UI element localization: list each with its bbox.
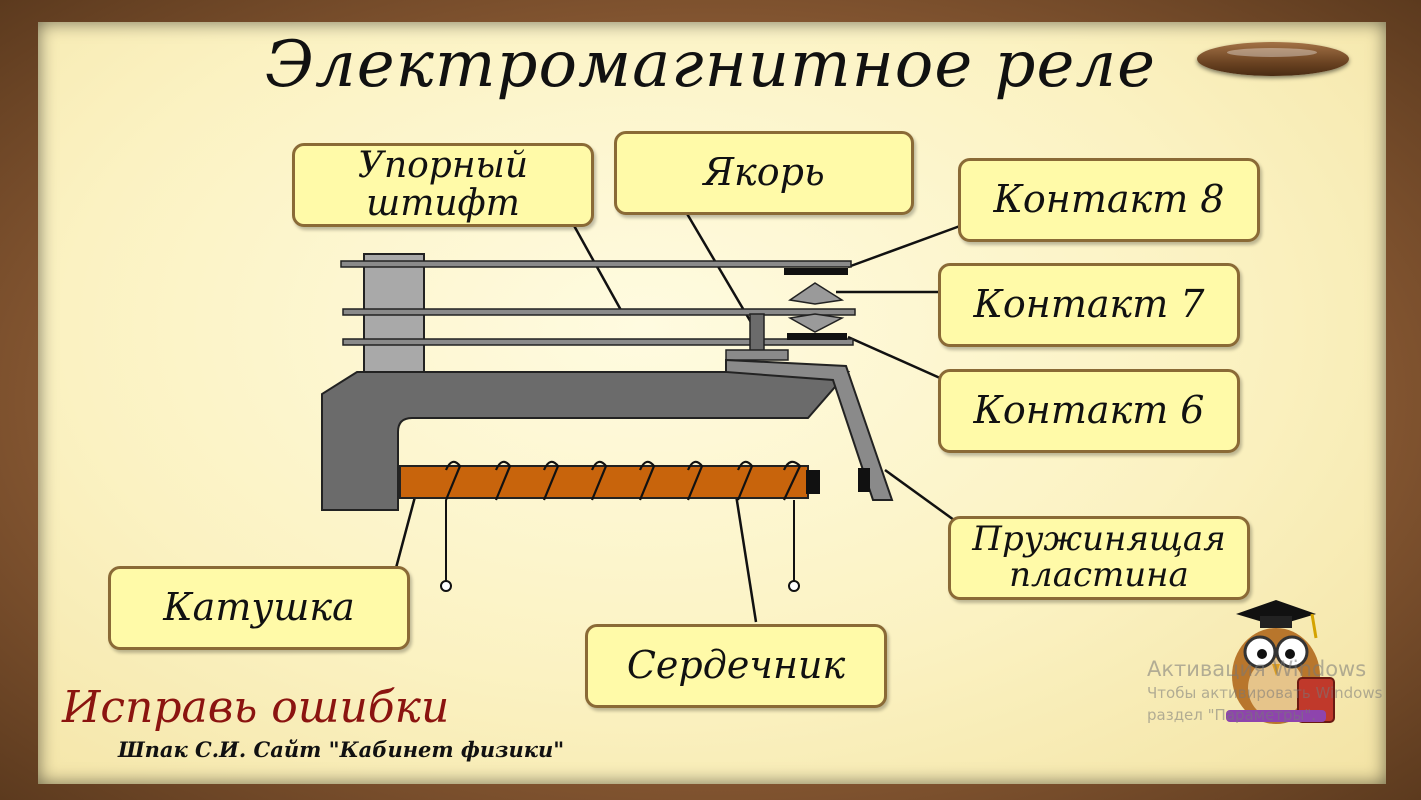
label-stop-pin: Упорный штифт (292, 143, 594, 227)
coil-winding (444, 460, 802, 501)
label-spring-plate: Пружинящая пластина (948, 516, 1250, 600)
label-coil: Катушка (108, 566, 410, 650)
owl-professor-icon (1226, 600, 1335, 724)
yoke (321, 371, 851, 511)
contact7-upper (788, 282, 845, 305)
core-end-cap (806, 470, 820, 494)
leader-spring-plate (884, 468, 955, 522)
pusher-rod (749, 313, 765, 353)
leader-core (732, 481, 758, 623)
coil-terminal-right (788, 580, 800, 592)
spring-plate (725, 358, 894, 501)
label-stop-pin-line2: штифт (366, 183, 520, 224)
label-contact7: Контакт 7 (938, 263, 1240, 347)
label-stop-pin-line1: Упорный (357, 145, 529, 187)
leader-contact6 (847, 335, 941, 380)
contact8-pad (784, 268, 848, 275)
strip-contact6 (342, 338, 854, 346)
spring-plate-stop (858, 468, 870, 492)
label-spring-plate-line2: пластина (1009, 555, 1189, 595)
label-armature: Якорь (614, 131, 914, 215)
label-spring-plate-line1: Пружинящая (972, 519, 1226, 560)
leader-contact8 (847, 224, 961, 269)
leader-armature (684, 211, 754, 325)
coil-terminal-left (440, 580, 452, 592)
watermark-line2: Чтобы активировать Windows (1147, 684, 1383, 702)
strip-contact7 (342, 308, 856, 316)
label-contact6: Контакт 6 (938, 369, 1240, 453)
watermark-line1: Активация Windows (1147, 657, 1367, 681)
footer-task: Исправь ошибки (62, 682, 450, 733)
label-core: Сердечник (585, 624, 887, 708)
decorative-pill-button (1197, 42, 1349, 76)
slide-title: Электромагнитное реле (265, 28, 1156, 102)
contact6-pad (787, 333, 847, 340)
label-contact8: Контакт 8 (958, 158, 1260, 242)
strip-contact8 (340, 260, 852, 268)
footer-author: Шпак С.И. Сайт "Кабинет физики" (118, 737, 565, 762)
armature-tip (725, 349, 789, 361)
watermark-line3: раздел "Параметры". (1147, 706, 1317, 724)
contact7-lower (787, 313, 845, 333)
